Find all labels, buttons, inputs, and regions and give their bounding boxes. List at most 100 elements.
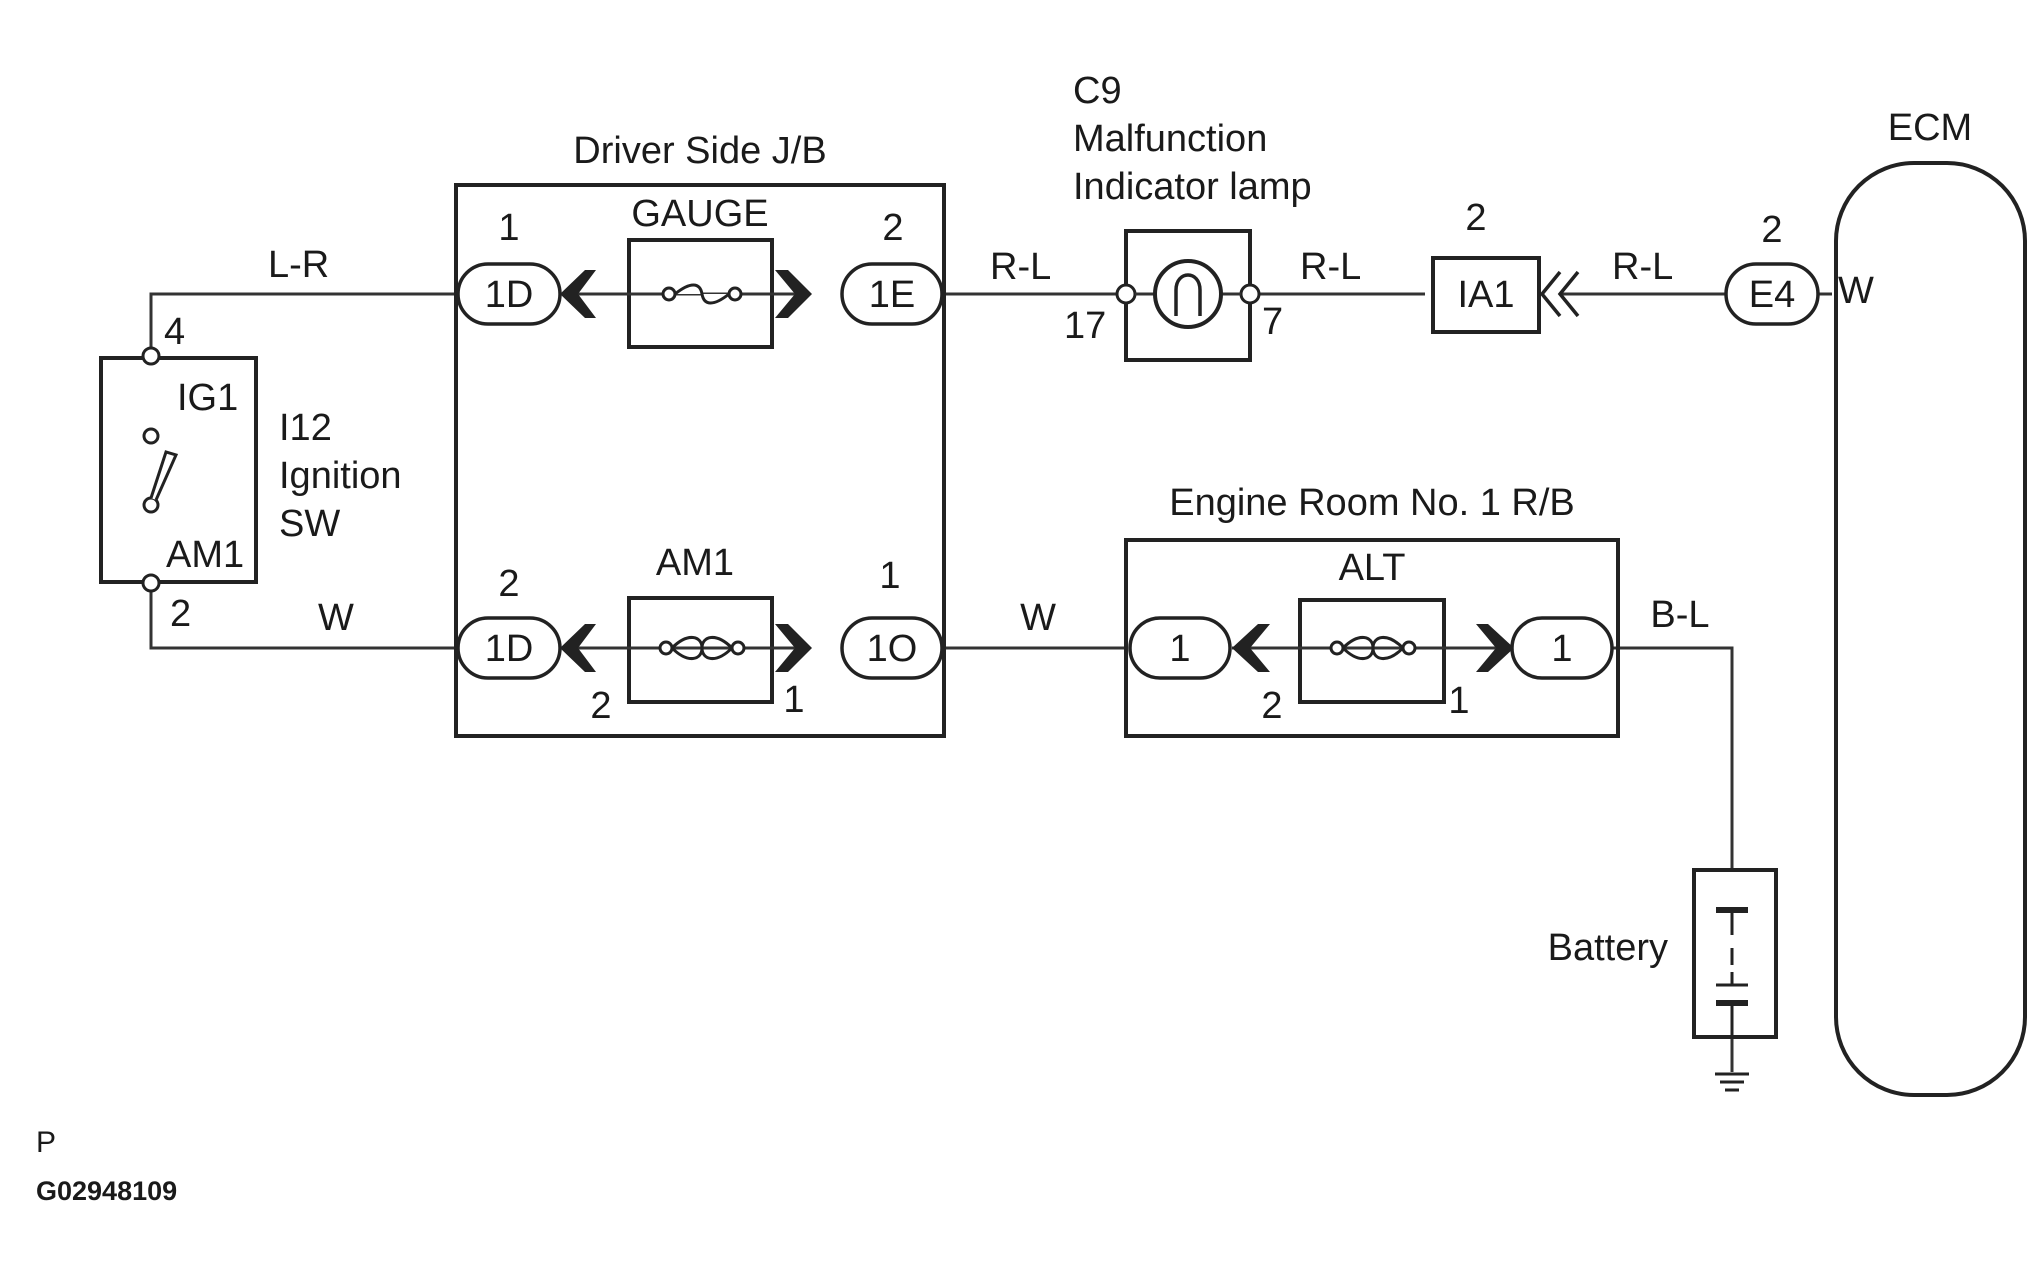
conn-1o-label: 1O [867,628,918,670]
wire-label-w-mid: W [1020,597,1056,639]
alt-pin-below-right: 1 [1448,680,1469,722]
engine-room-rb [1124,538,1620,738]
wire-label-rl-2: R-L [1300,246,1361,288]
rb-left-conn-label: 1 [1169,628,1190,670]
ia1-label: IA1 [1457,274,1514,316]
fuse-end-icon [1329,640,1345,656]
ignition-switch-box [99,356,258,584]
switch-contact-lower [142,496,160,514]
fusible-link-icon [1341,636,1405,660]
am1-fuse-label: AM1 [656,542,734,584]
switch-pin-2: 2 [170,593,191,635]
wire-lr [149,292,458,355]
conn-1d-bottom-label: 1D [485,628,534,670]
connector-1d-bottom [456,616,562,680]
jb-bot-right-pin: 1 [879,555,900,597]
jb-top-left-pin: 1 [498,207,519,249]
mil-component [1115,229,1261,362]
fuse-end-icon [727,286,743,302]
am1-pin-below-right: 1 [783,679,804,721]
battery-label: Battery [1548,927,1668,969]
ia1-pin: 2 [1465,197,1486,239]
fuse-end-icon [661,286,677,302]
connector-rb-left [1128,616,1232,680]
wires [149,292,1832,1072]
switch-lever-icon [149,450,179,501]
switch-terminal-ig1: IG1 [177,377,238,419]
mil-pin-17: 17 [1064,305,1106,347]
wire-label-rl-3: R-L [1612,246,1673,288]
mil-name-line3: Indicator lamp [1073,166,1312,208]
connector-arrow-icon [560,624,596,672]
ia1-connector [1431,256,1580,334]
wire-label-bl: B-L [1650,594,1709,636]
connector-rb-right [1510,616,1614,680]
switch-name: I12 [279,407,332,449]
jb-top-right-pin: 2 [882,207,903,249]
chevron-left-icon [1539,270,1562,318]
chevron-left-icon [1557,270,1580,318]
rb-right-conn-label: 1 [1551,628,1572,670]
driver-jb-box [454,183,946,738]
e4-pin: 2 [1761,209,1782,251]
ecm-wire-w: W [1838,270,1874,312]
mil-terminal-left [1115,283,1137,305]
connector-arrow-icon [560,270,596,318]
connector-arrow-icon [775,624,812,672]
ground-icon [1715,1072,1749,1092]
switch-name-line3: SW [279,503,340,545]
driver-jb-title: Driver Side J/B [573,130,826,172]
mil-id: C9 [1073,70,1122,112]
fusible-link-icon [670,636,734,660]
fuse-end-icon [658,640,674,656]
e4-label: E4 [1749,274,1795,316]
switch-contact-upper [142,427,160,445]
alt-fuse-label: ALT [1339,547,1406,589]
connector-1o [840,616,944,680]
am1-pin-below-left: 2 [590,685,611,727]
connector-1e [840,262,944,326]
switch-terminal-am1: AM1 [166,534,244,576]
labels: 4 IG1 AM1 2 I12 Ignition SW L-R W Driver… [36,70,1972,1206]
lamp-icon [1153,259,1223,329]
switch-terminal-bottom [141,573,161,593]
engine-rb-box [1124,538,1620,738]
switch-name-line2: Ignition [279,455,402,497]
wire-bl [1610,646,1734,870]
ecm-label: ECM [1888,107,1972,149]
figure-id: G02948109 [36,1176,177,1206]
gauge-fuse-label: GAUGE [631,193,768,235]
connector-1d-top [456,262,562,326]
code-letter: P [36,1126,56,1159]
mil-pin-7: 7 [1262,301,1283,343]
connector-e4 [1724,262,1820,326]
battery-component [1692,868,1778,1092]
mil-terminal-right [1239,283,1261,305]
switch-pin-4: 4 [164,311,185,353]
wire-label-lr: L-R [268,244,329,286]
ignition-switch [99,346,258,593]
switch-terminal-top [141,346,161,366]
driver-side-jb [454,183,946,738]
conn-1d-top-label: 1D [485,274,534,316]
wire-w-left [149,582,458,650]
battery-box [1692,868,1778,1039]
wire-label-w-left: W [318,597,354,639]
ia1-box [1431,256,1541,334]
alt-fuse-box [1298,598,1446,704]
mil-name-line2: Malfunction [1073,118,1267,160]
fuse-end-icon [730,640,746,656]
am1-fuse-box [627,596,774,704]
ecm-box [1834,161,2027,1097]
alt-pin-below-left: 2 [1261,685,1282,727]
conn-1e-label: 1E [869,274,915,316]
connector-arrow-icon [775,270,812,318]
connector-arrow-icon [1232,624,1270,672]
fuse-end-icon [1401,640,1417,656]
ecm-component [1724,161,2027,1097]
engine-rb-title: Engine Room No. 1 R/B [1169,482,1575,524]
lamp-filament-icon [1174,273,1202,316]
fuse-element-icon [674,283,730,305]
jb-bot-left-pin: 2 [498,563,519,605]
